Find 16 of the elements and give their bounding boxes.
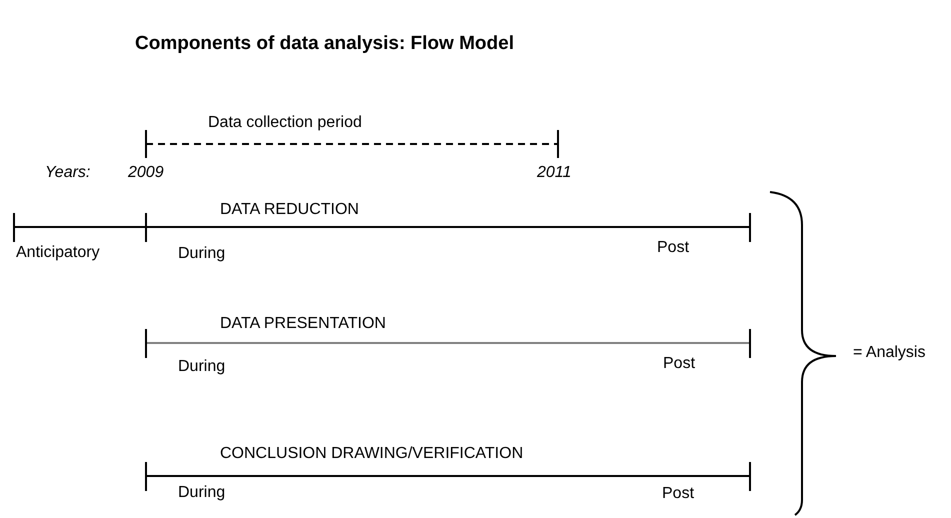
axis-label: Years: [45, 163, 90, 182]
phase-label: Post [663, 354, 696, 373]
year-label: 2009 [128, 163, 164, 182]
phase-label: Anticipatory [16, 243, 100, 262]
phase-label: During [178, 483, 226, 502]
result-label: = Analysis [853, 343, 926, 362]
stream-label: CONCLUSION DRAWING/VERIFICATION [220, 444, 524, 463]
stream-label: DATA PRESENTATION [220, 314, 386, 333]
phase-label: Post [662, 484, 694, 503]
phase-label: Post [657, 238, 690, 257]
diagram-title: Components of data analysis: Flow Model [135, 33, 514, 55]
stream-label: DATA REDUCTION [220, 200, 359, 219]
period-label: Data collection period [208, 113, 362, 132]
phase-label: During [178, 357, 226, 376]
year-label: 2011 [537, 163, 572, 182]
phase-label: During [178, 244, 226, 263]
